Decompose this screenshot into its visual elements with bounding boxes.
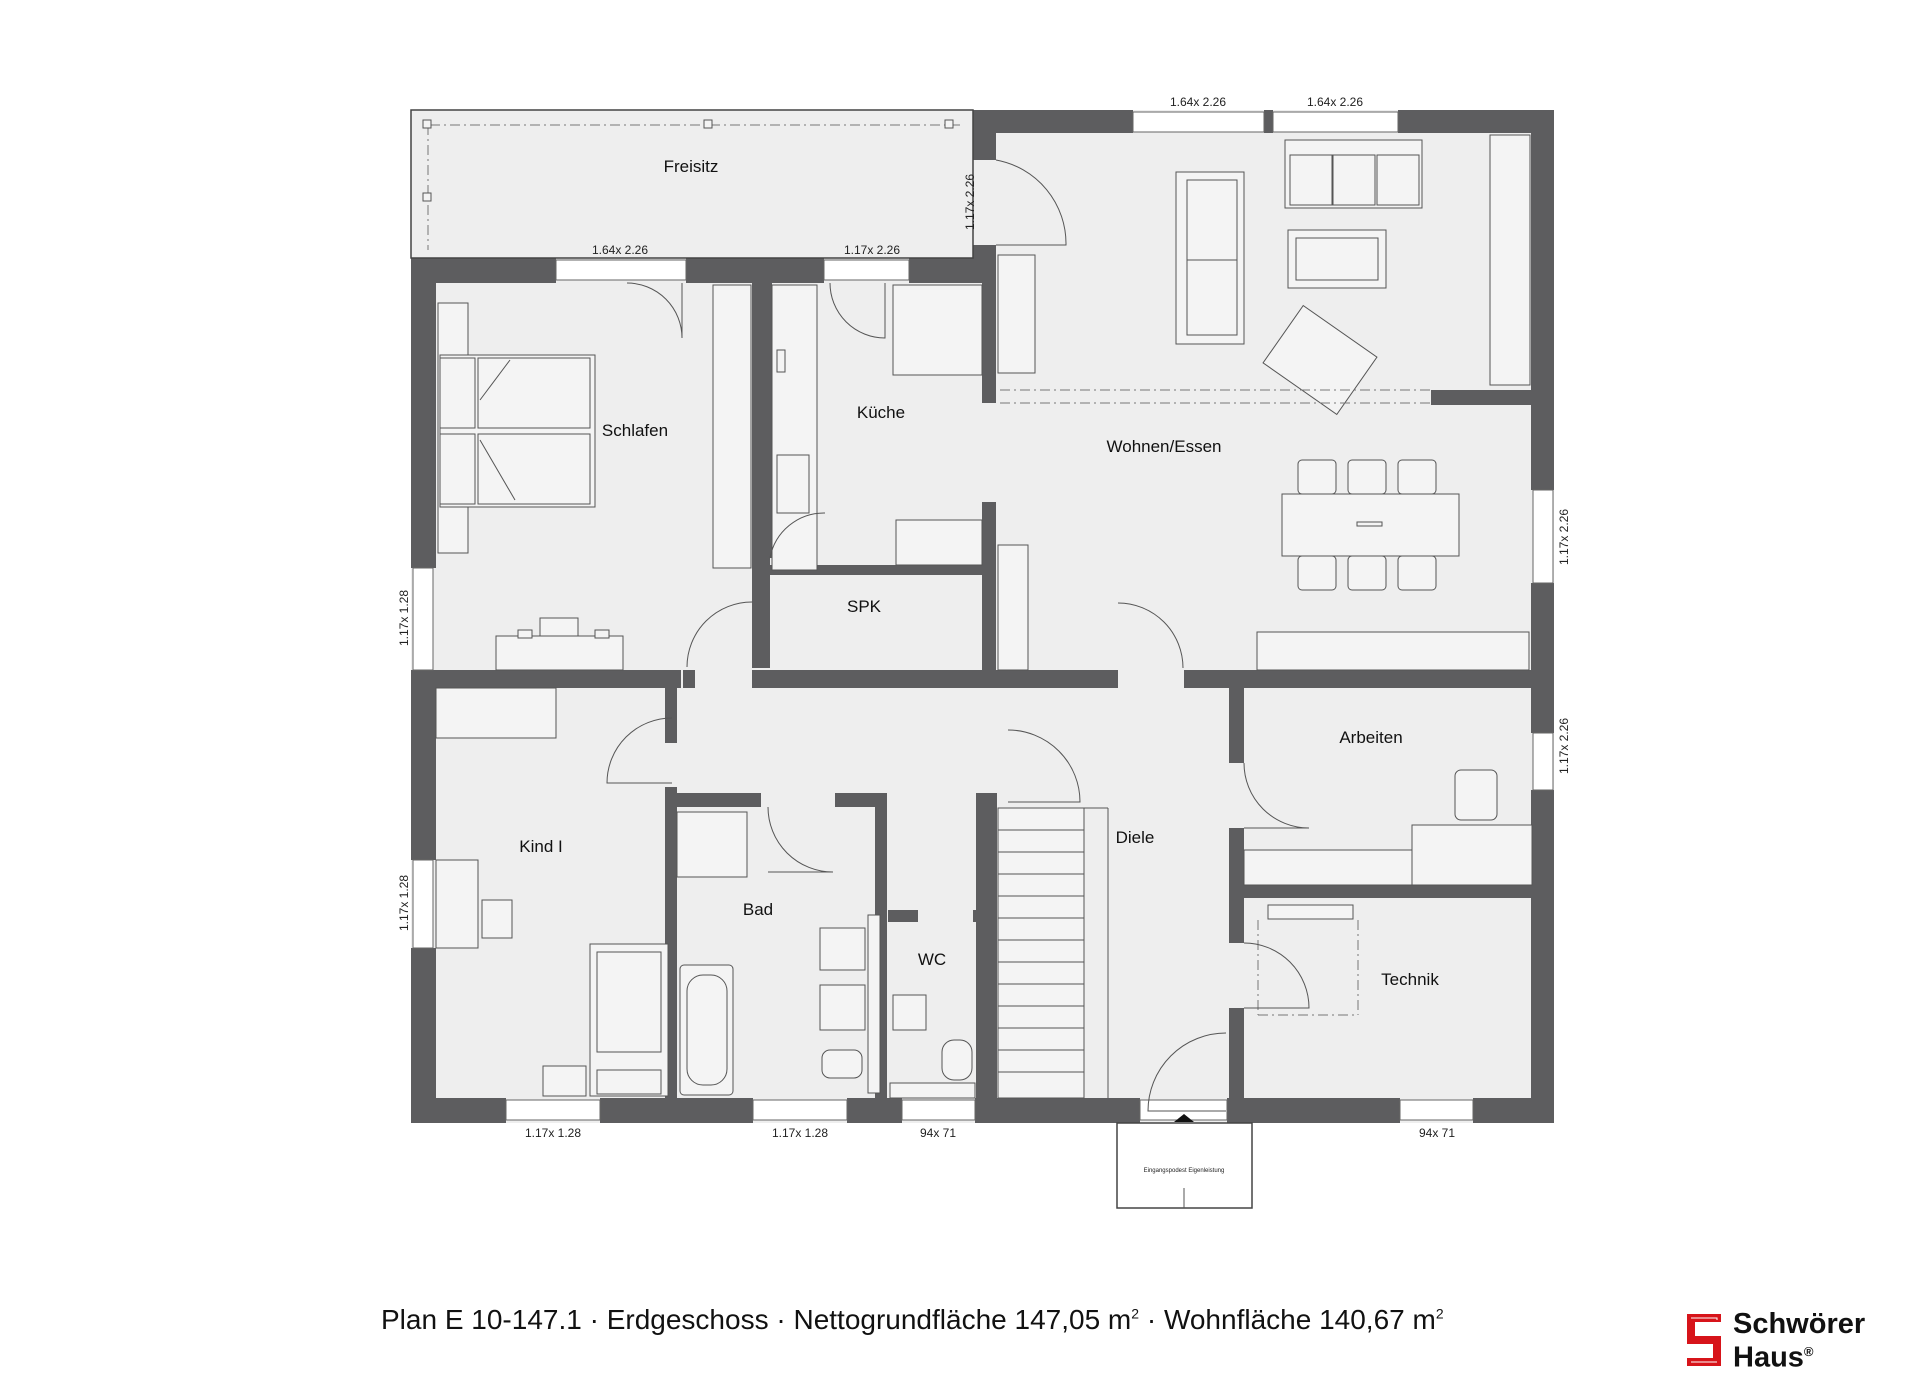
- logo-line-2-text: Haus: [1733, 1341, 1804, 1374]
- entrance-note: Eingangspodest Eigenleistung: [1144, 1168, 1225, 1174]
- room-label-schlafen: Schlafen: [602, 421, 668, 440]
- window-label-bottom-bad: 1.17x 1.28: [772, 1126, 828, 1140]
- window-label-schlafen-left: 1.17x 1.28: [397, 590, 411, 646]
- plan-caption: Plan E 10-147.1 · Erdgeschoss · Nettogru…: [381, 1304, 1444, 1336]
- walls: [411, 110, 1554, 1123]
- window-label-kind-left: 1.17x 1.28: [397, 875, 411, 931]
- room-label-technik: Technik: [1381, 970, 1439, 989]
- brand-logo: Schwörer Haus®: [1683, 1310, 1893, 1382]
- room-label-diele: Diele: [1116, 828, 1155, 847]
- caption-superscript: 2: [1131, 1305, 1140, 1322]
- window-label-bottom-technik: 94x 71: [1419, 1126, 1455, 1140]
- window-label-kueche-top: 1.17x 2.26: [844, 243, 900, 257]
- window-label-schlafen-top: 1.64x 2.26: [592, 243, 648, 257]
- freisitz-terrace: [410, 109, 974, 259]
- window-label-bottom-kind: 1.17x 1.28: [525, 1126, 581, 1140]
- room-label-wohnen-essen: Wohnen/Essen: [1107, 437, 1222, 456]
- furniture: [435, 134, 1533, 1209]
- room-label-freisitz: Freisitz: [664, 157, 719, 176]
- windows: [412, 111, 1554, 1121]
- logo-s-icon: [1687, 1314, 1721, 1366]
- room-label-spk: SPK: [847, 597, 882, 616]
- logo-wordmark: Schwörer Haus®: [1733, 1308, 1866, 1373]
- logo-line-2: Haus®: [1733, 1338, 1865, 1372]
- window-label-top-2: 1.64x 2.26: [1307, 95, 1363, 109]
- staircase: [997, 807, 1109, 1099]
- caption-separator: ·: [768, 1304, 794, 1335]
- doors: [606, 159, 1310, 1112]
- caption-plan-id: Plan E 10-147.1: [381, 1304, 582, 1335]
- room-label-kind: Kind I: [519, 837, 562, 856]
- room-labels: Freisitz Schlafen Küche Wohnen/Essen SPK…: [519, 157, 1439, 989]
- caption-net-area: Nettogrundfläche 147,05 m: [793, 1304, 1132, 1335]
- window-label-right-wohnen: 1.17x 2.26: [1557, 509, 1571, 565]
- caption-superscript: 2: [1435, 1305, 1444, 1322]
- caption-separator: ·: [1139, 1304, 1164, 1335]
- room-label-arbeiten: Arbeiten: [1339, 728, 1402, 747]
- window-label-top-1: 1.64x 2.26: [1170, 95, 1226, 109]
- window-label-freisitz-door: 1.17x 2.26: [963, 174, 977, 230]
- window-dimensions: 1.64x 2.26 1.64x 2.26 1.17x 2.26 1.64x 2…: [397, 95, 1571, 1140]
- caption-separator: ·: [581, 1304, 607, 1335]
- room-label-wc: WC: [918, 950, 946, 969]
- caption-floor: Erdgeschoss: [606, 1304, 769, 1335]
- logo-registered-mark: ®: [1803, 1344, 1814, 1359]
- logo-line-1: Schwörer: [1733, 1308, 1866, 1340]
- window-label-bottom-wc: 94x 71: [920, 1126, 956, 1140]
- room-label-bad: Bad: [743, 900, 773, 919]
- window-label-right-arbeiten: 1.17x 2.26: [1557, 718, 1571, 774]
- room-label-kueche: Küche: [857, 403, 905, 422]
- caption-living-area: Wohnfläche 140,67 m: [1163, 1304, 1436, 1335]
